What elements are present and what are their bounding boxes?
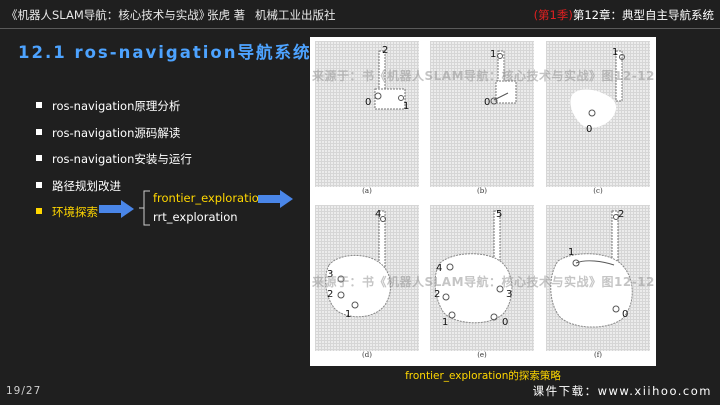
map-label: 3 bbox=[327, 269, 333, 280]
map-label: 1 bbox=[442, 317, 448, 328]
list-item: ros-navigation原理分析 bbox=[36, 98, 192, 125]
map-label: 1 bbox=[612, 47, 618, 58]
map-label: 3 bbox=[506, 289, 512, 300]
sub-item-frontier-exploration: frontier_exploration bbox=[153, 191, 267, 205]
panel-caption: (f) bbox=[593, 351, 603, 359]
topic-list: ros-navigation原理分析 ros-navigation源码解读 ro… bbox=[36, 98, 192, 231]
edition-label: (第1季) bbox=[533, 8, 573, 22]
occupancy-map: 5 4 2 3 1 0 bbox=[434, 209, 512, 328]
book-title: 《机器人SLAM导航：核心技术与实战》 bbox=[6, 8, 211, 22]
square-bullet-icon bbox=[36, 102, 42, 108]
publisher: 机械工业出版社 bbox=[255, 8, 336, 22]
panel-caption: (e) bbox=[477, 351, 487, 359]
map-label: 0 bbox=[586, 124, 592, 135]
panel-caption: (b) bbox=[477, 187, 487, 195]
download-link[interactable]: 课件下载：www.xiihoo.com bbox=[532, 384, 712, 398]
square-bullet-icon bbox=[36, 155, 42, 161]
map-label: 4 bbox=[375, 209, 381, 220]
map-panel-c: 1 0 bbox=[546, 41, 650, 187]
map-panel-d: 4 3 2 1 bbox=[315, 205, 419, 351]
occupancy-map: 2 0 1 bbox=[365, 45, 409, 112]
panel-caption: (a) bbox=[362, 187, 372, 195]
map-label: 1 bbox=[403, 101, 409, 112]
occupancy-map: 1 0 bbox=[484, 49, 517, 108]
list-item-label: 环境探索 bbox=[52, 205, 98, 219]
map-label: 5 bbox=[496, 209, 502, 220]
watermark: 来源于：书《机器人SLAM导航：核心技术与实战》图12-12 bbox=[312, 275, 655, 289]
list-item: 路径规划改进 bbox=[36, 178, 192, 205]
brace-icon bbox=[139, 190, 150, 226]
map-panel-e: 5 4 2 3 1 0 bbox=[430, 205, 534, 351]
author: 张虎 著 bbox=[207, 8, 246, 22]
list-item-label: ros-navigation源码解读 bbox=[52, 125, 181, 140]
map-label: 0 bbox=[502, 317, 508, 328]
panel-caption: (c) bbox=[593, 187, 603, 195]
list-item: ros-navigation源码解读 bbox=[36, 125, 192, 152]
watermark: 来源于：书《机器人SLAM导航：核心技术与实战》图12-12 bbox=[312, 69, 655, 83]
chapter-title: 第12章：典型自主导航系统 bbox=[572, 8, 714, 22]
map-panel-b: 1 0 bbox=[430, 41, 534, 187]
list-item-active: 环境探索 bbox=[36, 204, 192, 231]
map-label: 4 bbox=[436, 263, 442, 274]
map-panel-a: 2 0 1 bbox=[315, 41, 419, 187]
list-item-label: ros-navigation原理分析 bbox=[52, 99, 181, 113]
map-label: 2 bbox=[382, 45, 388, 56]
page-number: 19/27 bbox=[6, 385, 42, 397]
sub-item-rrt-exploration: rrt_exploration bbox=[153, 210, 238, 224]
list-item-label: 路径规划改进 bbox=[52, 178, 121, 193]
square-bullet-icon bbox=[36, 181, 42, 188]
map-label: 1 bbox=[568, 247, 574, 258]
arrow-right-icon bbox=[99, 200, 134, 218]
occupancy-map: 2 1 0 bbox=[550, 209, 633, 328]
map-label: 2 bbox=[327, 289, 333, 300]
map-label: 0 bbox=[484, 97, 490, 108]
figure-caption: frontier_exploration的探索策略 bbox=[405, 370, 561, 382]
header-divider bbox=[0, 28, 720, 29]
occupancy-map: 4 3 2 1 bbox=[325, 209, 392, 320]
arrow-right-icon bbox=[258, 190, 293, 208]
map-label: 0 bbox=[622, 309, 628, 320]
panel-caption: (d) bbox=[362, 351, 372, 359]
header-bar: 《机器人SLAM导航：核心技术与实战》 张虎 著 机械工业出版社 (第1季)第1… bbox=[0, 0, 720, 30]
occupancy-map: 1 0 bbox=[570, 47, 625, 135]
map-label: 0 bbox=[365, 97, 371, 108]
list-item-label: ros-navigation安装与运行 bbox=[52, 152, 192, 166]
map-label: 1 bbox=[345, 309, 351, 320]
map-label: 2 bbox=[434, 289, 440, 300]
chapter-info: (第1季)第12章：典型自主导航系统 bbox=[534, 0, 714, 30]
map-panel-f: 2 1 0 bbox=[546, 205, 650, 351]
square-bullet-icon bbox=[36, 128, 42, 135]
square-bullet-icon bbox=[36, 208, 42, 214]
exploration-figure: 2 0 1 (a) 1 0 (b) 1 0 (c) bbox=[310, 37, 656, 366]
map-label: 2 bbox=[618, 209, 624, 220]
map-label: 1 bbox=[490, 49, 496, 60]
list-item: ros-navigation安装与运行 bbox=[36, 151, 192, 178]
slide-title: 12.1 ros-navigation导航系统 bbox=[18, 43, 312, 62]
